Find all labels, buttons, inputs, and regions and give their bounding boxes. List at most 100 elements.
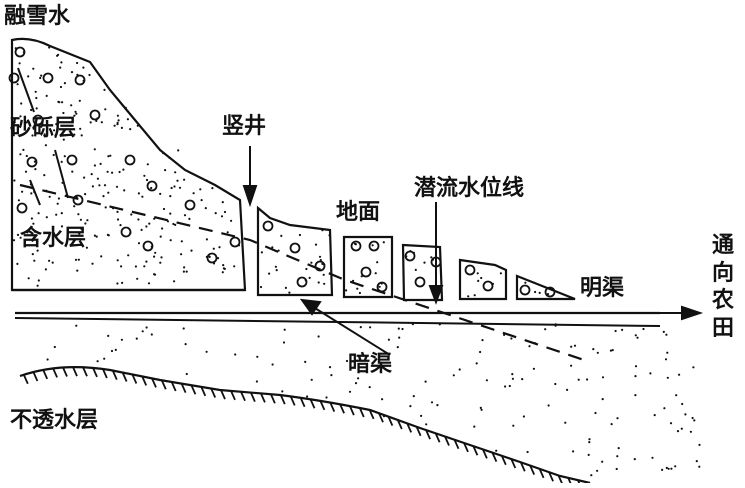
stipple-dot — [31, 134, 34, 137]
stipple-dot — [91, 262, 94, 265]
stipple-dot — [216, 257, 220, 260]
label-shaft: 竖井 — [222, 114, 267, 139]
stipple-dot — [103, 357, 106, 360]
pebble — [482, 280, 494, 292]
hatch-mark — [378, 412, 384, 423]
stipple-dot — [680, 427, 683, 430]
stipple-dot — [596, 469, 599, 472]
hatch-mark — [250, 392, 256, 402]
stipple-dot — [32, 222, 35, 225]
stipple-dot — [123, 189, 126, 192]
stipple-dot — [665, 333, 668, 336]
stipple-dot — [511, 373, 514, 376]
hatch-mark — [200, 386, 207, 397]
stipple-dot — [184, 343, 187, 346]
hatch-mark — [406, 423, 413, 433]
stipple-dot — [62, 138, 65, 141]
label-impermeable-layer: 不透水层 — [10, 408, 99, 433]
stipple-dot — [53, 129, 56, 132]
stipple-dot — [150, 333, 153, 336]
stipple-dot — [48, 195, 51, 198]
stipple-dot — [274, 265, 277, 268]
hatch-mark — [472, 445, 479, 456]
stipple-dot — [122, 168, 125, 171]
hatch-mark — [434, 432, 441, 443]
outflow-arrowhead — [681, 305, 704, 321]
stipple-dot — [369, 326, 372, 329]
stipple-dot — [204, 207, 207, 210]
stipple-dot — [143, 174, 146, 177]
stipple-dot — [74, 258, 78, 261]
stipple-dot — [234, 353, 237, 356]
stipple-dot — [137, 242, 141, 245]
stipple-dot — [271, 246, 274, 249]
hatch-mark — [463, 442, 469, 453]
hatch-mark — [121, 372, 128, 382]
stipple-dot — [180, 240, 183, 243]
stipple-dot — [60, 160, 63, 163]
stipple-dot — [110, 349, 114, 353]
stipple-dot — [306, 395, 309, 398]
stipple-dot — [573, 344, 577, 347]
stipple-dot — [298, 233, 301, 237]
stipple-dot — [512, 424, 515, 427]
stipple-dot — [135, 337, 138, 340]
label-gravel-layer: 砂砾层 — [10, 116, 77, 141]
stipple-dot — [256, 355, 259, 358]
stipple-dot — [13, 121, 16, 124]
stipple-dot — [282, 341, 286, 344]
stipple-dot — [692, 366, 695, 369]
stipple-dot — [667, 467, 670, 470]
stipple-dot — [670, 467, 673, 470]
pebble — [464, 264, 476, 276]
hatch-mark — [339, 403, 345, 414]
pointer-arrows — [17, 67, 704, 356]
stipple-dot — [190, 249, 193, 252]
stipple-dot — [33, 160, 37, 163]
stipple-dot — [93, 234, 96, 237]
stipple-dot — [73, 133, 76, 136]
pebble — [296, 276, 308, 288]
label-to-farmland: 通向农田 — [711, 233, 734, 341]
pebble — [229, 236, 241, 248]
stipple-dot — [666, 351, 669, 354]
stipple-dot — [30, 192, 33, 195]
stipple-dot — [180, 253, 183, 256]
hatch-mark — [160, 379, 167, 390]
stipple-dot — [185, 372, 188, 376]
stipple-dot — [143, 265, 146, 268]
stipple-dot — [116, 123, 119, 126]
stipple-dot — [36, 249, 39, 252]
stipple-dot — [511, 377, 514, 380]
hatch-mark — [72, 366, 78, 377]
stipple-dot — [137, 218, 140, 221]
stipple-dot — [554, 382, 557, 386]
hatch-mark — [529, 465, 536, 475]
stipple-dot — [33, 259, 36, 262]
stipple-dot — [698, 465, 701, 468]
stipple-dot — [318, 255, 322, 258]
stipple-dot — [116, 259, 119, 262]
stipple-dot — [129, 128, 132, 131]
stipple-dot — [145, 225, 148, 228]
stipple-dot — [116, 114, 119, 117]
hatch-mark — [349, 405, 355, 416]
stipple-dot — [54, 135, 57, 138]
stipple-dot — [136, 277, 139, 280]
stipple-dot — [528, 345, 531, 348]
stipple-dot — [46, 358, 49, 361]
stipple-dot — [44, 268, 48, 271]
stipple-dot — [317, 335, 320, 338]
stipple-dot — [75, 112, 78, 115]
stipple-dot — [485, 379, 488, 382]
stipple-dot — [614, 329, 617, 333]
stipple-dot — [310, 378, 313, 381]
stipple-dot — [188, 217, 191, 220]
stipple-dot — [534, 290, 537, 294]
stipple-dot — [170, 186, 173, 190]
stipple-dot — [159, 235, 162, 238]
stipple-dot — [16, 233, 20, 236]
ground-block-2 — [342, 235, 394, 299]
